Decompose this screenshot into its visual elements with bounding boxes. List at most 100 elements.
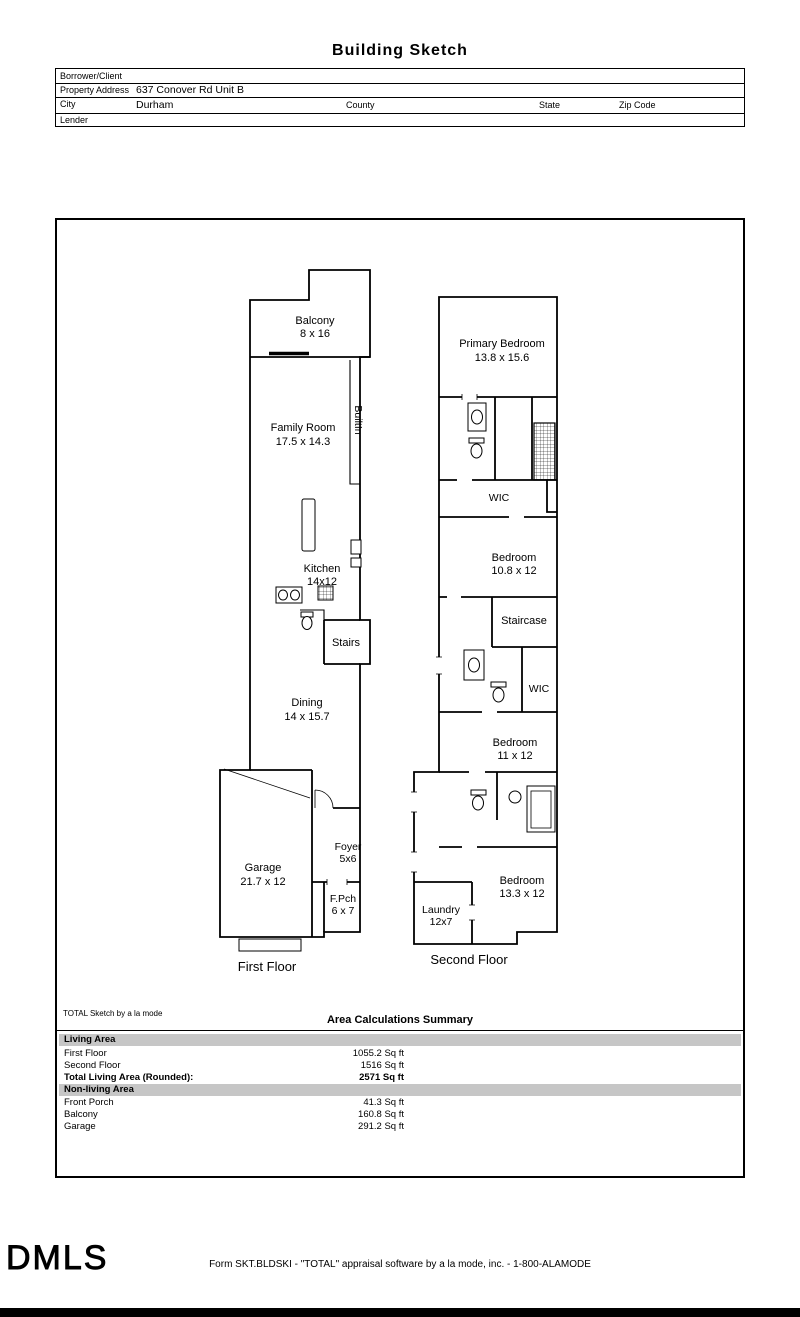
form-divider xyxy=(56,113,744,114)
area-row-value: 1516 Sq ft xyxy=(360,1060,404,1071)
room-label-kitchen: Kitchen xyxy=(304,563,341,575)
property-address-value: 637 Conover Rd Unit B xyxy=(136,84,244,96)
zip-label: Zip Code xyxy=(619,100,656,110)
room-label-bedroom4: Bedroom xyxy=(500,875,545,887)
floor-label-first: First Floor xyxy=(238,959,297,974)
stair-hatch xyxy=(533,422,556,481)
area-row-value: 160.8 Sq ft xyxy=(358,1109,404,1120)
bathtub-icon xyxy=(526,785,556,833)
lender-label: Lender xyxy=(60,115,89,125)
garage-diagonal xyxy=(223,768,311,799)
room-label-primary-bedroom: Primary Bedroom xyxy=(459,338,545,350)
kitchen-island xyxy=(301,498,316,552)
area-row-value: 291.2 Sq ft xyxy=(358,1121,404,1132)
room-label-staircase: Staircase xyxy=(501,615,547,627)
dmls-logo: DMLS xyxy=(6,1239,108,1278)
builtin-wall xyxy=(349,360,360,485)
area-total-value: 2571 Sq ft xyxy=(359,1072,404,1083)
room-dims-dining: 14 x 15.7 xyxy=(284,711,329,723)
page-title: Building Sketch xyxy=(332,42,468,59)
room-dims-bedroom2: 10.8 x 12 xyxy=(491,565,536,577)
area-row-value: 41.3 Sq ft xyxy=(363,1097,404,1108)
area-row-value: 1055.2 Sq ft xyxy=(352,1048,404,1059)
toilet-tank xyxy=(490,681,507,688)
page-bottom-edge xyxy=(0,1308,800,1317)
room-dims-bedroom3: 11 x 12 xyxy=(497,750,532,762)
county-label: County xyxy=(346,100,375,110)
toilet-icon xyxy=(301,616,313,630)
area-row-label: Garage xyxy=(64,1121,96,1132)
area-row-garage: Garage 291.2 Sq ft xyxy=(64,1121,404,1132)
garage-walls xyxy=(250,769,313,937)
first-floor-plan: Balcony 8 x 16 Family Room 17.5 x 14.3 B… xyxy=(219,269,371,974)
room-label-wic-lower: WIC xyxy=(529,683,550,695)
sink-bowl xyxy=(471,409,483,425)
form-divider xyxy=(56,97,744,98)
area-row-label: First Floor xyxy=(64,1048,107,1059)
second-floor-outline xyxy=(413,296,558,945)
room-dims-front-porch: 6 x 7 xyxy=(332,905,355,917)
room-label-dining: Dining xyxy=(291,697,322,709)
sink-bowl xyxy=(278,589,288,601)
door-tick xyxy=(411,656,442,873)
sink-icon xyxy=(508,790,522,804)
counter-icon xyxy=(350,557,362,568)
room-label-garage: Garage xyxy=(245,862,282,874)
door-tick xyxy=(461,394,478,400)
sink-bowl xyxy=(468,657,480,673)
room-dims-bedroom4: 13.3 x 12 xyxy=(499,888,544,900)
second-floor-plan: Primary Bedroom 13.8 x 15.6 WIC Bedroom … xyxy=(411,296,558,967)
stairs-walls xyxy=(323,619,360,665)
door-opening xyxy=(412,657,441,872)
room-label-builtin: BuiltIn xyxy=(352,405,364,434)
laundry-walls xyxy=(414,881,473,944)
room-label-family-room: Family Room xyxy=(271,422,336,434)
floor-plan-canvas: Balcony 8 x 16 Family Room 17.5 x 14.3 B… xyxy=(219,269,558,974)
area-row-first-floor: First Floor 1055.2 Sq ft xyxy=(64,1048,404,1059)
room-label-balcony: Balcony xyxy=(295,315,335,327)
door-arc xyxy=(314,789,334,809)
area-row-label: Front Porch xyxy=(64,1097,114,1108)
room-label-stairs: Stairs xyxy=(332,637,361,649)
living-area-header: Living Area xyxy=(59,1034,741,1046)
room-label-foyer: Foyer xyxy=(335,841,362,853)
room-label-bedroom2: Bedroom xyxy=(492,552,537,564)
appliance-icon xyxy=(317,585,334,601)
room-dims-garage: 21.7 x 12 xyxy=(240,876,285,888)
closet-corner-wall xyxy=(546,480,557,513)
powder-wall xyxy=(300,609,325,620)
floor-label-second: Second Floor xyxy=(430,952,508,967)
city-value: Durham xyxy=(136,99,174,111)
toilet-tank xyxy=(470,789,487,796)
footer-form-id: Form SKT.BLDSKI - "TOTAL" appraisal soft… xyxy=(209,1259,591,1270)
form-divider xyxy=(56,83,744,84)
area-summary-title: Area Calculations Summary xyxy=(326,1014,474,1026)
room-dims-balcony: 8 x 16 xyxy=(300,328,330,340)
room-label-laundry: Laundry xyxy=(422,904,461,916)
area-row-balcony: Balcony 160.8 Sq ft xyxy=(64,1109,404,1120)
sink-bowl xyxy=(290,589,300,601)
city-label: City xyxy=(60,99,76,109)
dmls-logo-text: DMLS xyxy=(6,1239,108,1277)
room-dims-laundry: 12x7 xyxy=(430,916,453,928)
room-dims-foyer: 5x6 xyxy=(340,853,357,865)
area-summary-divider xyxy=(57,1030,743,1031)
property-address-label: Property Address xyxy=(60,85,130,95)
door-tick xyxy=(469,904,475,921)
area-row-front-porch: Front Porch 41.3 Sq ft xyxy=(64,1097,404,1108)
area-row-total: Total Living Area (Rounded): 2571 Sq ft xyxy=(64,1072,404,1083)
area-total-label: Total Living Area (Rounded): xyxy=(64,1072,194,1083)
staircase-wall xyxy=(491,597,557,648)
stoop xyxy=(238,938,302,952)
borrower-label: Borrower/Client xyxy=(60,71,123,81)
area-row-second-floor: Second Floor 1516 Sq ft xyxy=(64,1060,404,1071)
sketch-watermark: TOTAL Sketch by a la mode xyxy=(63,1009,163,1018)
room-label-front-porch: F.Pch xyxy=(330,893,356,905)
stove-icon xyxy=(350,539,362,555)
room-label-wic-upper: WIC xyxy=(489,492,510,504)
room-label-bedroom3: Bedroom xyxy=(493,737,538,749)
room-dims-primary-bedroom: 13.8 x 15.6 xyxy=(475,352,529,364)
toilet-tank xyxy=(468,437,485,444)
toilet-icon xyxy=(470,443,483,459)
toilet-icon xyxy=(472,795,484,811)
